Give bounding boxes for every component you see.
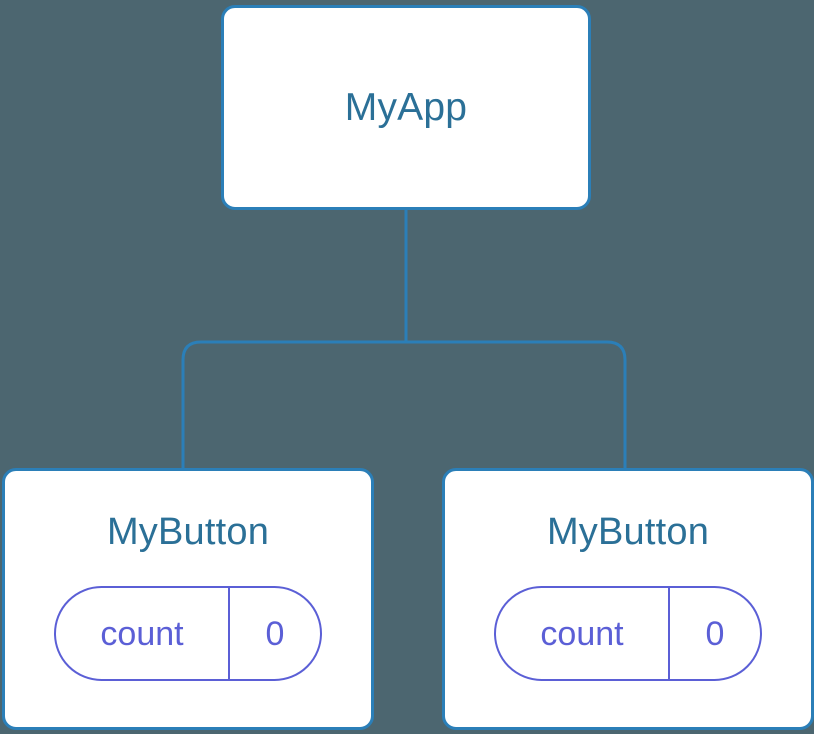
- connector-branch-right: [406, 340, 627, 470]
- state-value: 0: [668, 588, 760, 679]
- component-node-child-2[interactable]: MyButton count 0: [442, 468, 814, 730]
- state-key: count: [100, 614, 184, 653]
- component-title: MyButton: [546, 511, 710, 553]
- component-title: MyButton: [106, 511, 270, 553]
- state-key: count: [540, 614, 624, 653]
- state-pill[interactable]: count 0: [494, 586, 762, 681]
- connector-branch-left: [181, 340, 406, 470]
- state-value: 0: [228, 588, 320, 679]
- component-node-root[interactable]: MyApp: [221, 5, 591, 210]
- component-title: MyApp: [344, 86, 468, 129]
- component-node-child-1[interactable]: MyButton count 0: [2, 468, 374, 730]
- state-pill[interactable]: count 0: [54, 586, 322, 681]
